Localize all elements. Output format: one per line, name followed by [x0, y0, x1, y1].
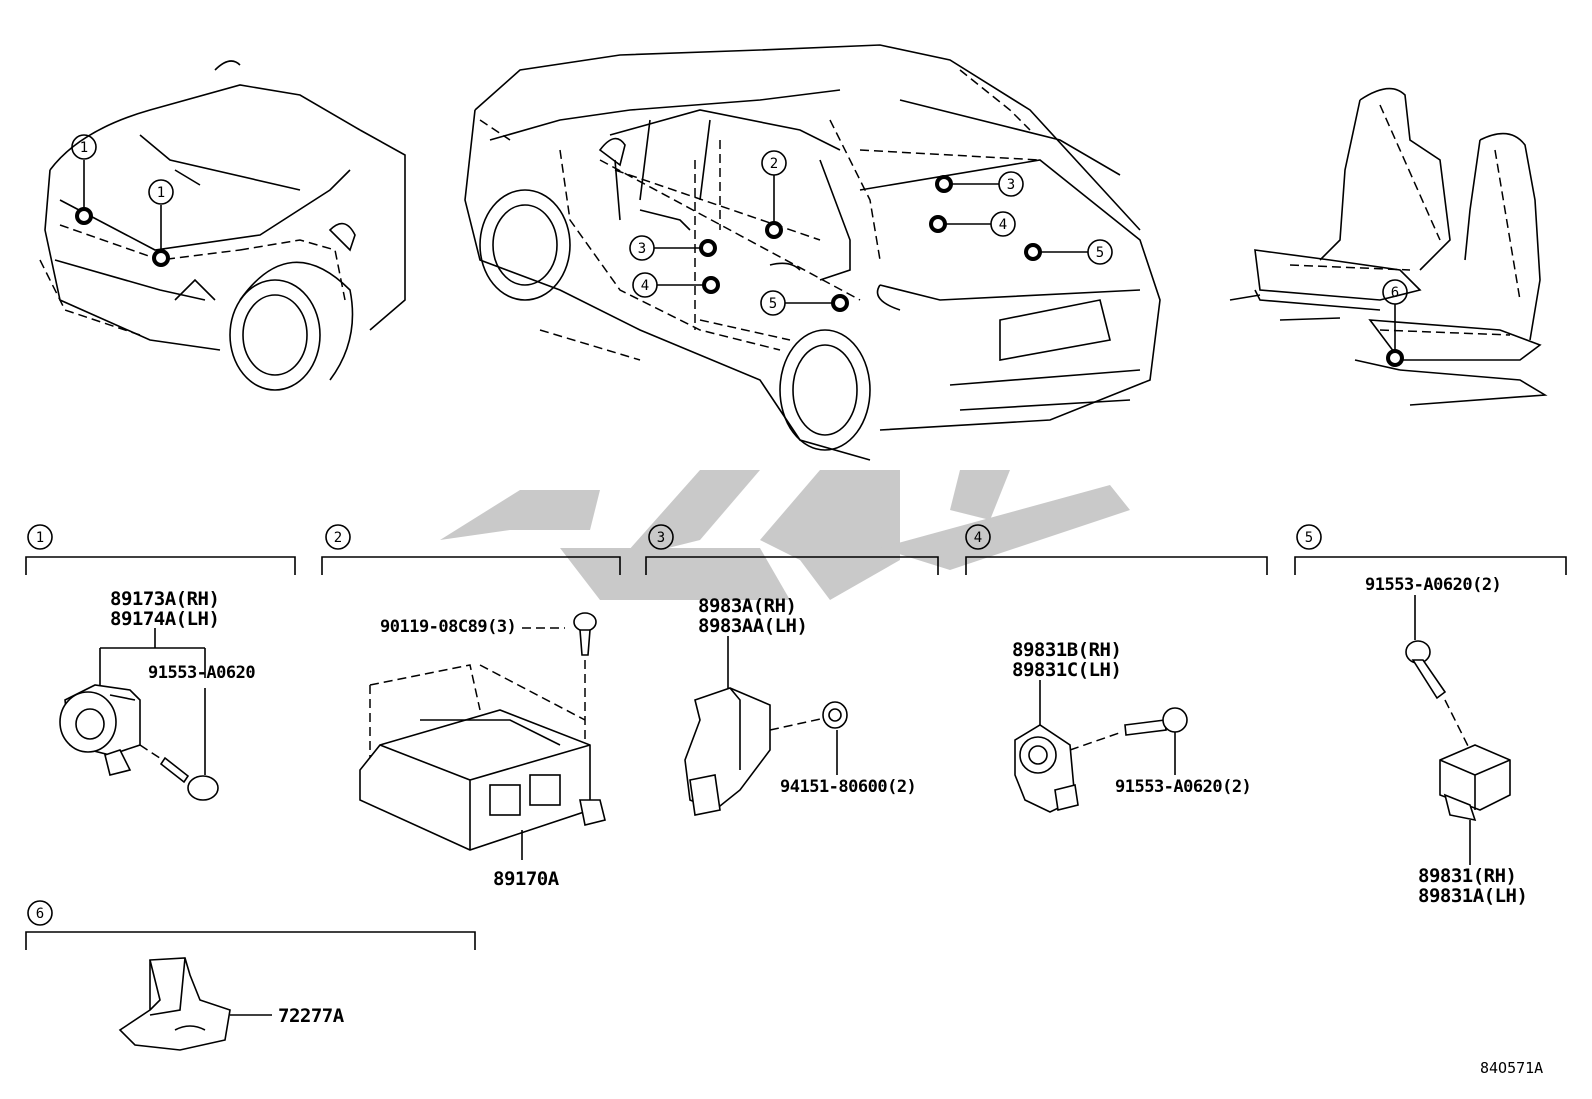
part-label: 90119-08C89(3) [380, 617, 516, 637]
callout-circle [965, 524, 991, 550]
seat-position-sensor-72277A [118, 957, 231, 1051]
section-number: 3 [657, 530, 665, 546]
section-number: 6 [36, 906, 44, 922]
part-label: 89831B(RH) [1012, 639, 1121, 661]
part-label: 72277A [278, 1005, 345, 1027]
location-marker-dot [935, 175, 953, 193]
callout-circle [27, 524, 53, 550]
marker-number: 4 [999, 217, 1007, 233]
airbag-control-module-89170A [359, 709, 606, 851]
location-marker-dot [152, 249, 170, 267]
bracket-line [1294, 556, 1567, 575]
section-2: 2 90119-08C89(3) 89170A [321, 524, 621, 890]
marker-number: 6 [1391, 285, 1399, 301]
callout-circle [648, 524, 674, 550]
location-marker-dot [929, 215, 947, 233]
part-label: 91553-A0620(2) [1365, 575, 1501, 595]
front-vehicle-illustration [39, 60, 406, 391]
rear-impact-sensor [1014, 724, 1079, 813]
bracket-line [321, 556, 621, 575]
section-5: 5 91553-A0620(2) 89831(RH) 89831A(LH) [1294, 524, 1567, 907]
watermark-logo [440, 470, 1130, 600]
section-4: 4 89831B(RH) 89831C(LH) 91553-A0620(2) [965, 524, 1268, 813]
part-label: 89173A(RH) [110, 588, 219, 610]
callout-circle [325, 524, 351, 550]
front-view-markers: 1 1 [71, 134, 174, 267]
location-marker-dot [75, 207, 93, 225]
bracket-line [645, 556, 939, 575]
marker-number: 2 [770, 156, 778, 172]
part-label: 89170A [493, 868, 560, 890]
part-label: 8983AA(LH) [698, 615, 807, 637]
section-1: 1 89173A(RH) 89174A(LH) 91553-A0620 [25, 524, 296, 801]
reference-code: 84O571A [1480, 1059, 1543, 1077]
bracket-line [25, 556, 296, 575]
bolt-91553-A0620-2 [1124, 707, 1188, 736]
part-label: 91553-A0620 [148, 663, 255, 683]
section-number: 4 [974, 530, 982, 546]
part-label: 8983A(RH) [698, 595, 796, 617]
front-impact-sensor [59, 684, 141, 776]
marker-number: 1 [157, 185, 165, 201]
car-view-markers: 2 3 4 5 3 4 5 [629, 150, 1113, 316]
location-marker-dot [765, 221, 783, 239]
marker-number: 3 [1007, 177, 1015, 193]
part-label: 91553-A0620(2) [1115, 777, 1251, 797]
screw-90119 [573, 612, 597, 656]
section-6: 6 72277A [25, 900, 476, 1051]
seat-illustration [1229, 87, 1548, 406]
seat-view-markers: 6 [1382, 279, 1408, 367]
section-number: 2 [334, 530, 342, 546]
bracket-line [965, 556, 1268, 575]
part-label: 89831(RH) [1418, 865, 1516, 887]
location-marker-dot [1024, 243, 1042, 261]
section-3: 3 8983A(RH) 8983AA(LH) 94151-80600(2) [645, 524, 939, 816]
car-cutaway-illustration [464, 44, 1161, 461]
section-number: 1 [36, 530, 44, 546]
marker-number: 5 [769, 296, 777, 312]
bracket-line [25, 931, 476, 950]
part-label: 89831A(LH) [1418, 885, 1527, 907]
part-label: 94151-80600(2) [780, 777, 916, 797]
part-label: 89174A(LH) [110, 608, 219, 630]
part-label: 89831C(LH) [1012, 659, 1121, 681]
location-marker-dot [1386, 349, 1404, 367]
location-marker-dot [702, 276, 720, 294]
callout-circle [27, 900, 53, 926]
marker-number: 1 [80, 140, 88, 156]
nut-94151 [822, 701, 848, 729]
side-impact-sensor [684, 687, 771, 816]
bolt-91553-A0620-section5 [1405, 640, 1447, 700]
marker-number: 4 [641, 278, 649, 294]
section-number: 5 [1305, 530, 1313, 546]
side-sensor-89831 [1439, 744, 1511, 822]
location-marker-dot [831, 294, 849, 312]
callout-circle [1296, 524, 1322, 550]
bolt-91553-A0620 [159, 756, 219, 801]
location-marker-dot [699, 239, 717, 257]
marker-number: 5 [1096, 245, 1104, 261]
marker-number: 3 [638, 241, 646, 257]
